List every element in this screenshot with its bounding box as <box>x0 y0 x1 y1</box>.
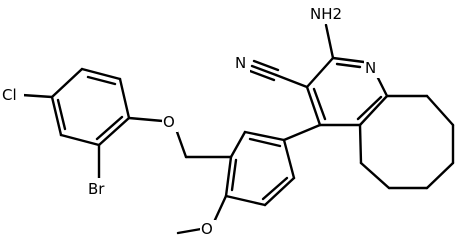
methoxy-oxygen-label: O <box>201 220 213 238</box>
bond-c-o-ether <box>127 116 165 123</box>
bond-o-ch3 <box>176 227 203 235</box>
bond-c-o-methoxy <box>212 194 228 224</box>
nitrile-triple-bond <box>248 59 280 82</box>
bond-c-cl <box>20 93 54 99</box>
bond-c-nh2 <box>324 23 335 60</box>
amino-group-label: NH2 <box>310 5 342 23</box>
bond-o-ch2 <box>174 127 188 159</box>
cyclooctane-ring <box>358 94 455 190</box>
methoxyphenyl-ring <box>224 130 296 207</box>
bond-c-cn <box>274 73 309 89</box>
bromine-label: Br <box>88 180 105 198</box>
chlorobromophenyl-ring <box>50 67 131 147</box>
bond-aryl-pyridine <box>282 123 322 142</box>
pyridine-nitrogen-label: N <box>365 59 376 77</box>
ether-oxygen-label: O <box>163 113 175 131</box>
chlorine-label: Cl <box>2 86 17 104</box>
nitrile-nitrogen-label: N <box>235 54 246 72</box>
